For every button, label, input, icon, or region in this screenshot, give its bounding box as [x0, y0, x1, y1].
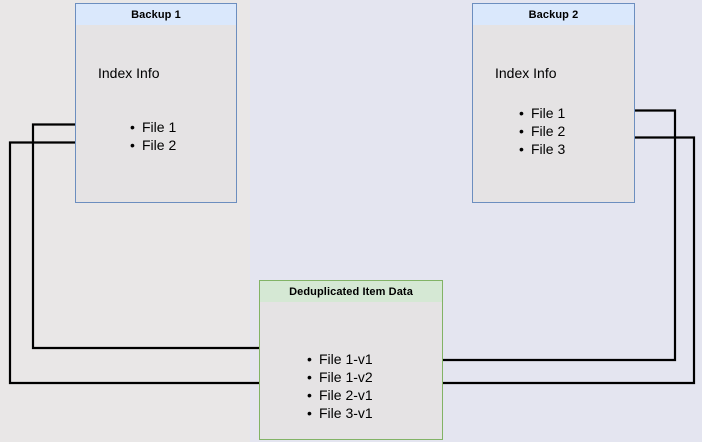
backup-1-header: Backup 1	[76, 4, 236, 26]
dedup-file-item[interactable]: File 2-v1	[305, 386, 373, 404]
backup-1-body: Index Info File 1 File 2	[76, 25, 236, 202]
deduplicated-item-data-box[interactable]: Deduplicated Item Data File 1-v1 File 1-…	[259, 280, 443, 440]
dedup-file-item[interactable]: File 1-v2	[305, 368, 373, 386]
backup-2-box[interactable]: Backup 2 Index Info File 1 File 2 File 3	[472, 3, 635, 203]
backup-1-box[interactable]: Backup 1 Index Info File 1 File 2	[75, 3, 237, 203]
backup-1-index-info-label: Index Info	[98, 65, 160, 81]
dedup-file-item[interactable]: File 3-v1	[305, 404, 373, 422]
backup-1-file-item[interactable]: File 2	[128, 136, 176, 154]
backup-2-header: Backup 2	[473, 4, 634, 26]
dedup-file-item[interactable]: File 1-v1	[305, 350, 373, 368]
backup-2-index-info-label: Index Info	[495, 65, 557, 81]
backup-2-file-item[interactable]: File 1	[517, 104, 565, 122]
backup-2-title: Backup 2	[528, 8, 579, 21]
backup-1-file-list: File 1 File 2	[128, 118, 176, 154]
dedup-file-list: File 1-v1 File 1-v2 File 2-v1 File 3-v1	[305, 350, 373, 422]
dedup-header: Deduplicated Item Data	[260, 281, 442, 303]
backup-1-title: Backup 1	[131, 8, 181, 21]
backup-1-file-item[interactable]: File 1	[128, 118, 176, 136]
backup-2-file-item[interactable]: File 3	[517, 140, 565, 158]
backup-2-file-item[interactable]: File 2	[517, 122, 565, 140]
dedup-body: File 1-v1 File 1-v2 File 2-v1 File 3-v1	[260, 302, 442, 439]
dedup-title: Deduplicated Item Data	[289, 285, 413, 298]
backup-2-file-list: File 1 File 2 File 3	[517, 104, 565, 158]
backup-2-body: Index Info File 1 File 2 File 3	[473, 25, 634, 202]
